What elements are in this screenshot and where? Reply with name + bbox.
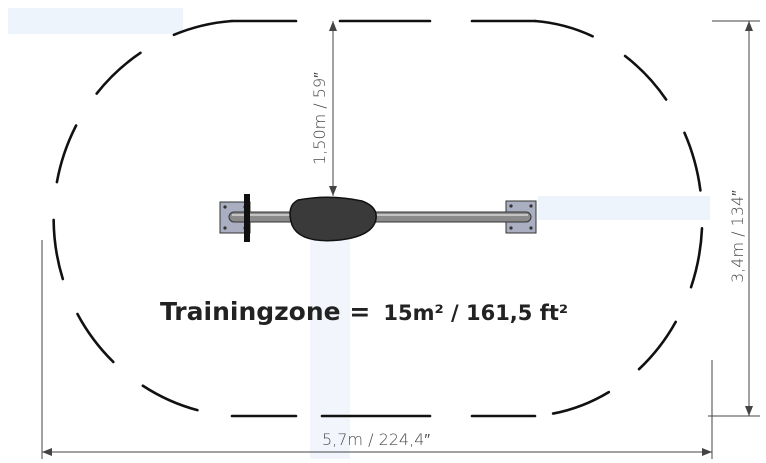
overlay-strips <box>8 8 710 459</box>
zone-area-text: Trainingzone = 15m² / 161,5 ft² <box>160 297 568 326</box>
depth-dimension-label: 3,4m / 134″ <box>728 190 747 283</box>
left-post <box>244 194 250 242</box>
dimension-arrows <box>42 21 753 456</box>
main-bar <box>228 211 532 223</box>
dimension-lines <box>41 20 760 460</box>
training-zone-outline <box>52 19 704 418</box>
width-dimension-label: 5,7m / 224,4″ <box>322 430 430 449</box>
zone-value: 15m² / 161,5 ft² <box>383 301 568 325</box>
seat <box>289 196 377 242</box>
equipment-icon <box>219 194 537 242</box>
height-dimension-label: 1,50m / 59″ <box>310 72 329 165</box>
zone-label: Trainingzone = <box>160 297 370 326</box>
